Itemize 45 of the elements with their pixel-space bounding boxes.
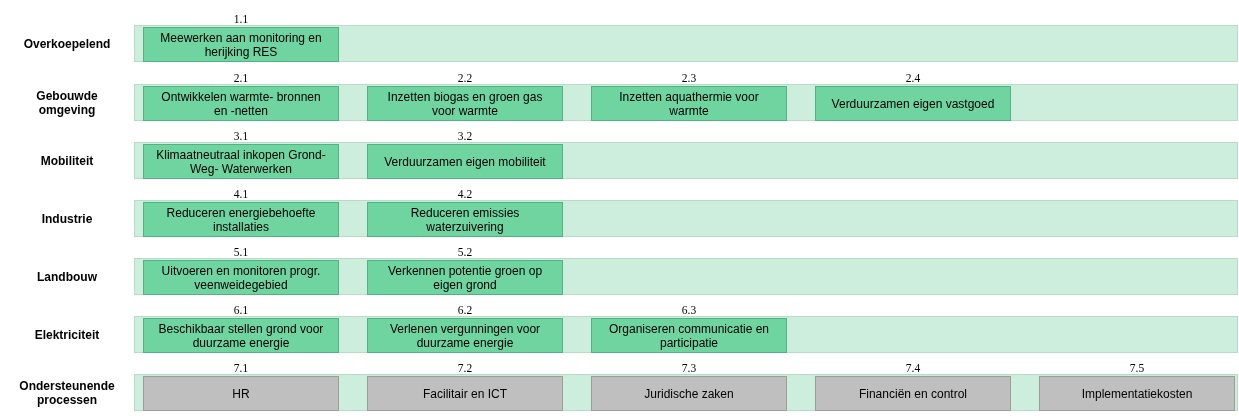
item-number: 2.3 (680, 72, 698, 84)
item-number: 2.1 (232, 72, 250, 84)
measure-box: Ontwikkelen warmte- bronnen en -netten (143, 86, 339, 121)
item-number: 4.1 (232, 188, 250, 200)
item-number: 3.1 (232, 130, 250, 142)
item-number: 7.3 (680, 362, 698, 374)
item-number: 6.2 (456, 304, 474, 316)
item-number: 1.1 (232, 13, 250, 25)
item-number: 4.2 (456, 188, 474, 200)
measure-box: Inzetten biogas en groen gas voor warmte (367, 86, 563, 121)
item-number: 2.4 (904, 72, 922, 84)
support-process-box: HR (143, 376, 339, 411)
measure-box: Verkennen potentie groen op eigen grond (367, 260, 563, 295)
item-number: 5.2 (456, 246, 474, 258)
support-process-box: Implementatiekosten (1039, 376, 1235, 411)
measure-box: Verduurzamen eigen mobiliteit (367, 144, 563, 179)
item-number: 7.4 (904, 362, 922, 374)
support-process-box: Juridische zaken (591, 376, 787, 411)
row-label: Elektriciteit (33, 326, 101, 344)
row-label: Landbouw (36, 268, 98, 286)
support-process-box: Facilitair en ICT (367, 376, 563, 411)
item-number: 7.2 (456, 362, 474, 374)
row-label: Ondersteunende processen (18, 377, 116, 409)
measure-box: Beschikbaar stellen grond voor duurzame energie (143, 318, 339, 353)
measure-box: Inzetten aquathermie voor warmte (591, 86, 787, 121)
measure-box: Verduurzamen eigen vastgoed (815, 86, 1011, 121)
item-number: 3.2 (456, 130, 474, 142)
measure-box: Verlenen vergunningen voor duurzame energie (367, 318, 563, 353)
item-number: 7.5 (1128, 362, 1146, 374)
item-number: 6.3 (680, 304, 698, 316)
row-label: Mobiliteit (39, 152, 95, 170)
measure-box: Klimaatneutraal inkopen Grond- Weg- Waterwerken (143, 144, 339, 179)
item-number: 6.1 (232, 304, 250, 316)
support-process-box: Financiën en control (815, 376, 1011, 411)
row-label: Gebouwde omgeving (35, 87, 99, 119)
item-number: 7.1 (232, 362, 250, 374)
item-number: 5.1 (232, 246, 250, 258)
measure-box: Reduceren energiebehoefte installaties (143, 202, 339, 237)
row-label: Overkoepelend (22, 35, 112, 53)
measure-box: Uitvoeren en monitoren progr. veenweidegebied (143, 260, 339, 295)
measure-box: Reduceren emissies waterzuivering (367, 202, 563, 237)
measure-box: Organiseren communicatie en participatie (591, 318, 787, 353)
row-label: Industrie (40, 210, 94, 228)
measure-box: Meewerken aan monitoring en herijking RES (143, 27, 339, 62)
item-number: 2.2 (456, 72, 474, 84)
